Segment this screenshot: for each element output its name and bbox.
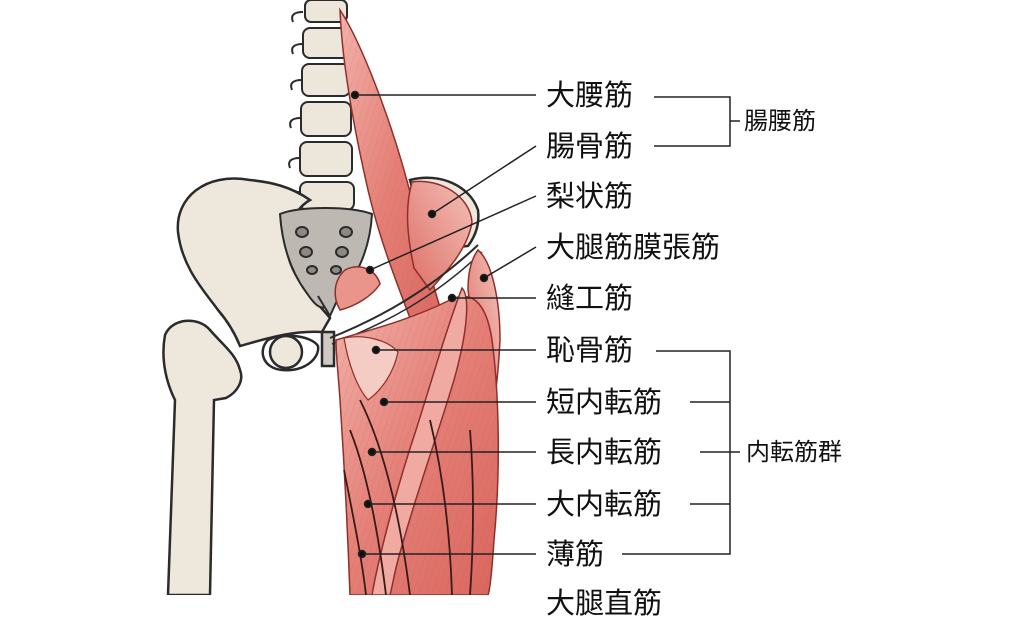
group-label-iliopsoas: 腸腰筋 [744, 107, 816, 135]
label-tensor-fasciae-latae: 大腿筋膜張筋 [546, 230, 721, 264]
label-gracilis: 薄筋 [546, 537, 605, 571]
pectineus-muscle [343, 336, 399, 401]
iliacus-muscle [406, 180, 473, 292]
label-iliacus: 腸骨筋 [546, 129, 634, 163]
label-sartorius: 縫工筋 [546, 281, 634, 315]
piriformis-muscle [334, 266, 381, 311]
sartorius-muscle [371, 286, 468, 595]
label-adductor-brevis: 短内転筋 [546, 385, 663, 419]
leader-lines [350, 90, 537, 559]
anatomy-illustration [162, 0, 740, 595]
label-adductor-magnus: 大内転筋 [546, 487, 663, 521]
group-brackets [622, 96, 740, 555]
label-adductor-longus: 長内転筋 [546, 435, 663, 469]
label-piriformis: 梨状筋 [546, 179, 634, 213]
label-psoas-major: 大腰筋 [546, 78, 634, 112]
label-pectineus: 恥骨筋 [546, 333, 634, 367]
femur [162, 319, 304, 595]
group-label-adductors: 内転筋群 [746, 438, 842, 466]
label-cutoff: 大腿直筋 [546, 586, 663, 620]
